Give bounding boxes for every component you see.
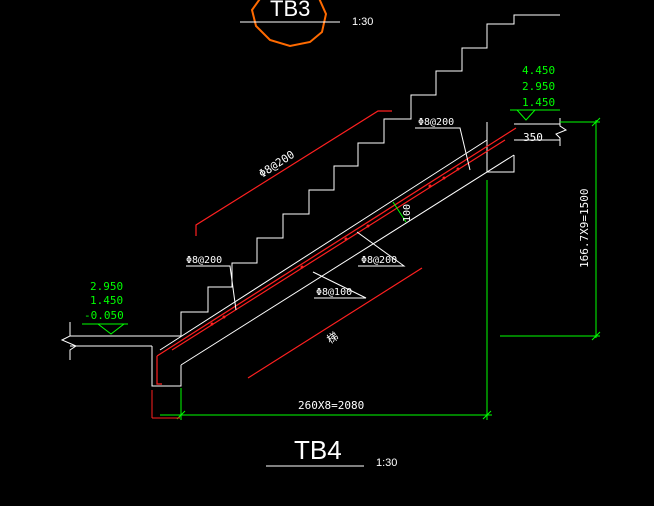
tb3-scale: 1:30 bbox=[352, 16, 373, 28]
tb3-tag-circle bbox=[250, 0, 328, 48]
leader-mid bbox=[356, 231, 406, 267]
vertical-dimension bbox=[500, 117, 601, 341]
vertical-dim-tick-bottom bbox=[591, 331, 601, 341]
top-distribution-rebar bbox=[195, 110, 392, 236]
bottom-note-label: 梯 bbox=[325, 330, 341, 347]
slab-thickness-line bbox=[392, 201, 407, 223]
vertical-dim-tick-top bbox=[591, 117, 601, 127]
slab-thickness-dim: 100 bbox=[392, 201, 413, 223]
right-break-line bbox=[555, 118, 568, 146]
stair-soffit-top bbox=[159, 139, 488, 351]
drawing-scale: 1:30 bbox=[376, 457, 397, 469]
top-elevation-3: 1.450 bbox=[522, 96, 555, 109]
top-elevation-1: 4.450 bbox=[522, 64, 555, 77]
rebar-dot bbox=[442, 176, 446, 180]
bottom-distribution-rebar bbox=[247, 267, 423, 379]
rebar-left-upper-label: Φ8@200 bbox=[186, 255, 222, 266]
bottom-elevation-triangle bbox=[96, 323, 126, 335]
drawing-title: TB4 bbox=[294, 435, 342, 465]
tb3-label: TB3 bbox=[270, 0, 310, 21]
rebar-dot bbox=[366, 224, 370, 228]
left-break-line bbox=[60, 322, 78, 360]
rebar-top-long-label: Φ8@200 bbox=[257, 148, 297, 181]
slab-thickness-label: 100 bbox=[402, 204, 413, 222]
rebar-mid-label: Φ8@200 bbox=[361, 255, 397, 266]
vertical-dim-label: 166.7X9=1500 bbox=[578, 189, 591, 268]
top-elevation-2: 2.950 bbox=[522, 80, 555, 93]
rebar-dot bbox=[222, 315, 226, 319]
horizontal-dim-tick-right bbox=[482, 410, 492, 420]
break-lines bbox=[60, 118, 568, 360]
bottom-elevation-2: 1.450 bbox=[90, 294, 123, 307]
horizontal-dim-label: 260X8=2080 bbox=[298, 399, 364, 412]
rebar-dots bbox=[210, 167, 460, 326]
horizontal-dimension bbox=[160, 180, 492, 420]
leader-bottom bbox=[312, 271, 367, 299]
lower-support bbox=[151, 346, 182, 387]
stair-soffit bbox=[180, 154, 515, 366]
landing-width-dim: 350 bbox=[523, 131, 543, 144]
rebars bbox=[156, 110, 517, 385]
rebar-dot bbox=[456, 167, 460, 171]
rebar-bottom-label: Φ8@100 bbox=[316, 287, 352, 298]
rebar-dot bbox=[300, 265, 304, 269]
lower-hook bbox=[156, 356, 162, 385]
bottom-elevation-1: 2.950 bbox=[90, 280, 123, 293]
top-elevation-triangle bbox=[515, 109, 537, 121]
rebar-dot bbox=[344, 237, 348, 241]
stair-outline bbox=[70, 14, 560, 387]
rebar-dot bbox=[210, 322, 214, 326]
leader-left-upper bbox=[186, 265, 237, 311]
upper-landing bbox=[486, 122, 515, 173]
top-elevation-marker: 4.450 2.950 1.450 bbox=[510, 64, 560, 121]
tb3-tag: TB3 1:30 bbox=[240, 0, 373, 48]
main-bottom-rebar bbox=[156, 127, 517, 357]
bottom-elevation-marker: 2.950 1.450 -0.050 bbox=[82, 280, 128, 335]
leader-top-right bbox=[415, 127, 471, 171]
rebar-top-right-label: Φ8@200 bbox=[418, 117, 454, 128]
landing-width-label: 350 bbox=[523, 131, 543, 144]
stair-steps bbox=[208, 14, 560, 288]
drawing-title-block: TB4 1:30 bbox=[266, 435, 397, 469]
main-top-rebar bbox=[171, 139, 506, 351]
rebar-dot bbox=[428, 184, 432, 188]
rebar-callouts bbox=[186, 127, 471, 311]
bottom-elevation-3: -0.050 bbox=[84, 309, 124, 322]
